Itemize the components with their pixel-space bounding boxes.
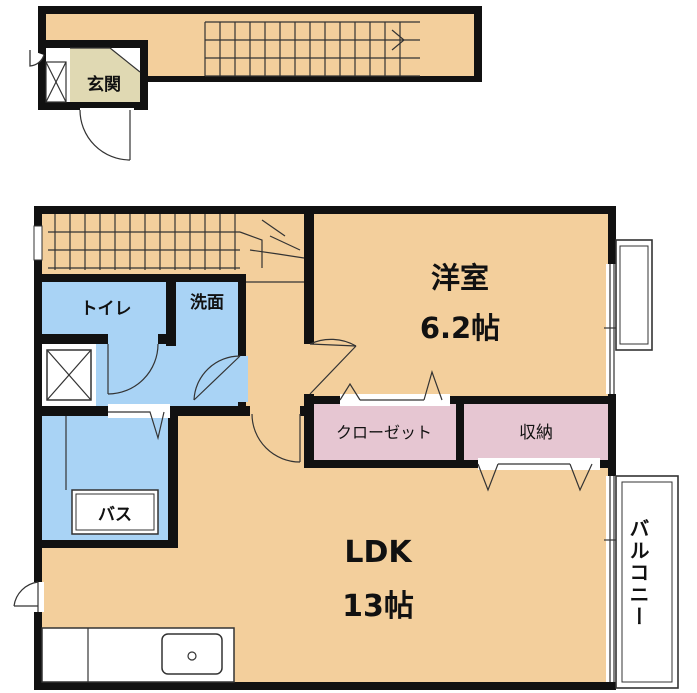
main-unit: 洋室 6.2帖 クローゼット 収納 xyxy=(13,206,618,690)
entrance-door[interactable] xyxy=(79,108,134,161)
ldk-window xyxy=(604,476,618,682)
upper-staircase xyxy=(204,21,420,77)
western-room-window xyxy=(604,264,618,394)
closet-folding-door[interactable] xyxy=(339,370,450,406)
storage: 収納 xyxy=(464,404,608,460)
upper-stair-hall xyxy=(38,6,482,82)
toilet-room xyxy=(42,282,166,334)
western-room-label: 洋室 xyxy=(431,261,489,295)
toilet-door[interactable] xyxy=(107,332,159,395)
sink-icon xyxy=(161,633,223,675)
washroom xyxy=(176,282,238,406)
balcony-label: バルコニー xyxy=(626,518,650,628)
bathtub: バス xyxy=(71,489,159,535)
closet-label: クローゼット xyxy=(336,423,432,442)
bay-window xyxy=(615,239,653,351)
bath-label: バス xyxy=(98,505,132,525)
main-staircase xyxy=(33,214,305,274)
western-room-size: 6.2帖 xyxy=(420,311,500,345)
hallway xyxy=(244,274,304,408)
storage-label: 収納 xyxy=(519,423,553,443)
western-room: 洋室 6.2帖 xyxy=(314,214,608,396)
entrance: 玄関 xyxy=(29,40,148,110)
entrance-label: 玄関 xyxy=(87,74,121,95)
balcony: バルコニー xyxy=(615,475,679,689)
side-entry-door[interactable] xyxy=(13,581,44,612)
bath-door[interactable] xyxy=(108,404,170,441)
ldk: LDK 13帖 xyxy=(342,535,414,624)
ldk-door[interactable] xyxy=(250,404,301,463)
drain-icon xyxy=(187,651,197,661)
western-room-door[interactable] xyxy=(302,338,357,395)
washing-machine-space xyxy=(42,344,96,406)
storage-folding-door[interactable] xyxy=(477,458,600,492)
wet-area: トイレ 洗面 バス xyxy=(34,274,304,548)
ldk-size: 13帖 xyxy=(342,589,414,624)
washroom-label: 洗面 xyxy=(190,292,224,313)
kitchen-counter xyxy=(41,627,235,683)
washroom-door[interactable] xyxy=(193,355,248,402)
closet: クローゼット xyxy=(314,404,456,460)
ldk-label: LDK xyxy=(344,535,413,570)
toilet-label: トイレ xyxy=(81,299,132,319)
